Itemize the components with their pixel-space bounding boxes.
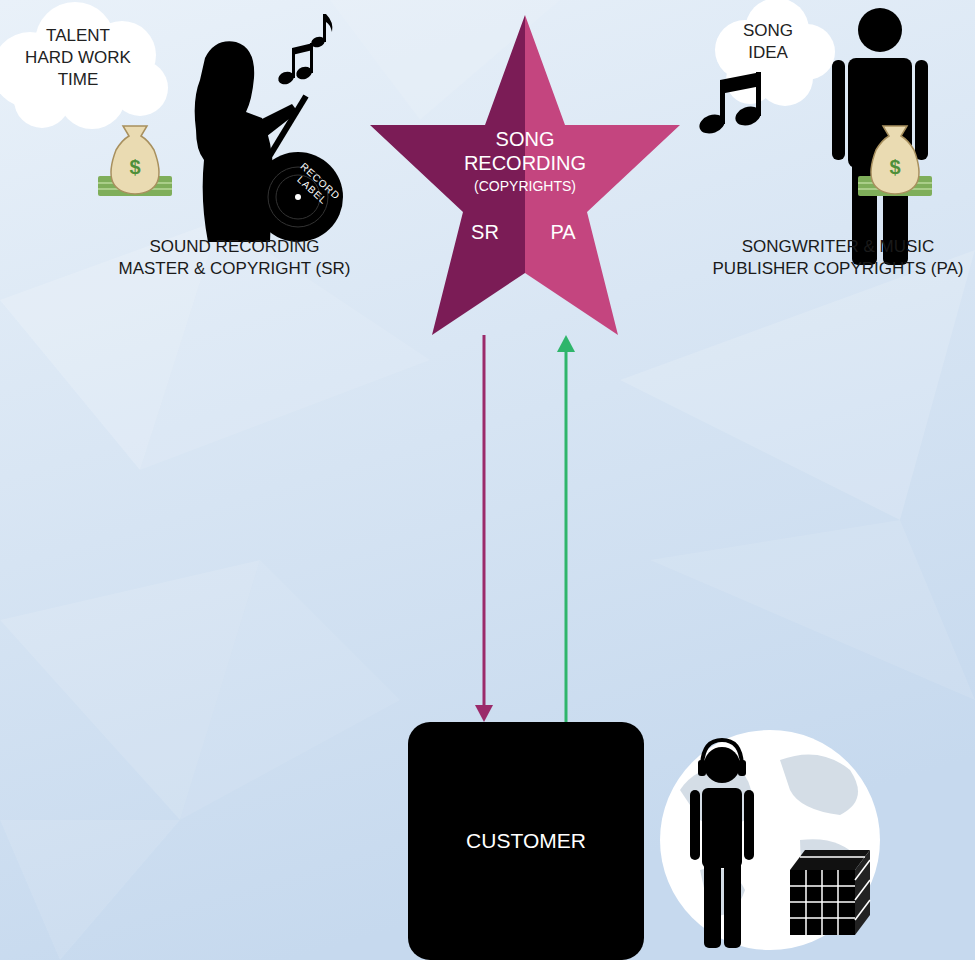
music-notes [276, 14, 332, 86]
caption: SONGWRITER & MUSIC PUBLISHER COPYRIGHTS … [707, 236, 969, 280]
cloud-puff [779, 24, 835, 80]
cube-front [790, 870, 855, 935]
headphone-cup [698, 760, 706, 776]
guitarist-silhouette [195, 41, 306, 242]
figure-torso [702, 788, 742, 868]
arrow-head [557, 335, 575, 352]
figure-arm [915, 60, 928, 160]
cloud-text: SONG IDEA [732, 20, 804, 64]
arrow-head [475, 705, 493, 722]
copyright-code: PA [543, 220, 583, 244]
listener-figure [690, 740, 754, 948]
facet [0, 820, 180, 960]
figure-arm [832, 60, 845, 160]
facet [140, 220, 430, 470]
note-beam [292, 43, 313, 55]
flow-arrow [557, 335, 575, 722]
money-bag [98, 126, 172, 196]
globe [660, 730, 880, 950]
disc-hole [295, 194, 301, 200]
bag [871, 126, 919, 194]
caption: SOUND RECORDING MASTER & COPYRIGHT (SR) [115, 236, 354, 280]
bag [111, 126, 159, 194]
cloud-puff [58, 61, 126, 129]
star-title: SONG RECORDING [455, 127, 595, 175]
figure-head [704, 747, 740, 783]
cloud-puff [35, 2, 115, 82]
cloud-puff [757, 50, 813, 106]
figure-arm [744, 790, 754, 860]
box-title: CUSTOMER [408, 829, 644, 853]
record-disc [253, 152, 343, 242]
disc-groove [276, 175, 320, 219]
cube-stripe [855, 860, 870, 880]
cloud-text: TALENT HARD WORK TIME [22, 25, 134, 91]
star-left-half [370, 15, 525, 335]
arrow-line [483, 335, 486, 708]
star-shape [370, 15, 680, 335]
thought-cloud: TALENT HARD WORK TIME [0, 0, 170, 130]
cloud-puff [0, 32, 68, 108]
record-label-disc: RECORD LABEL [253, 152, 343, 242]
facet [650, 520, 975, 700]
disc-text: RECORD LABEL [282, 154, 350, 219]
cube-stripe [821, 870, 823, 935]
arrow-line [565, 349, 568, 722]
star-subtitle: (COPYRIGHTS) [455, 178, 595, 194]
cloud-shape [0, 0, 170, 130]
music-notes [697, 72, 764, 137]
cloud-puff [88, 21, 156, 89]
cube-stripe [805, 870, 807, 935]
thought-cloud: SONG IDEA [715, 0, 835, 110]
copyright-star: SONG RECORDING (COPYRIGHTS) SR PA [370, 15, 680, 335]
cube-stripe [800, 856, 865, 858]
guitar-body [222, 168, 272, 216]
facet [180, 560, 400, 820]
copyright-code: SR [465, 220, 505, 244]
songwriter-figure [832, 8, 928, 265]
cloud [0, 2, 168, 129]
note-stem [323, 14, 326, 42]
facet [330, 0, 560, 120]
note-beam [720, 72, 761, 94]
figure-arm [690, 790, 700, 860]
cube-stripes [790, 857, 870, 935]
cloud-puff [112, 60, 168, 116]
money-bag [858, 126, 932, 196]
flow-arrow [475, 335, 493, 722]
disc-groove [268, 167, 328, 227]
guitar-neck [250, 96, 306, 188]
headphone-cup [738, 760, 746, 776]
figure-head [858, 8, 902, 52]
guitarist-body [195, 41, 273, 242]
cube-stripe [855, 900, 870, 920]
figure-leg [724, 860, 741, 948]
cloud-puff [14, 72, 70, 128]
star-right-half [525, 15, 680, 335]
cube-side [855, 850, 870, 935]
disc-body [253, 152, 343, 242]
cloud-shape [715, 0, 835, 110]
cube-stripe [855, 880, 870, 900]
note-flag [326, 14, 332, 32]
customer-box: CUSTOMER [408, 722, 644, 960]
music-cube [790, 850, 870, 935]
facet [620, 250, 975, 520]
continent [780, 754, 858, 815]
headphones [702, 740, 742, 768]
cloud-puff [745, 0, 809, 62]
cloud [715, 0, 835, 106]
cube-stripe [837, 870, 839, 935]
cloud-puff [715, 20, 775, 80]
figure-leg [704, 860, 721, 948]
globe-circle [660, 730, 880, 950]
